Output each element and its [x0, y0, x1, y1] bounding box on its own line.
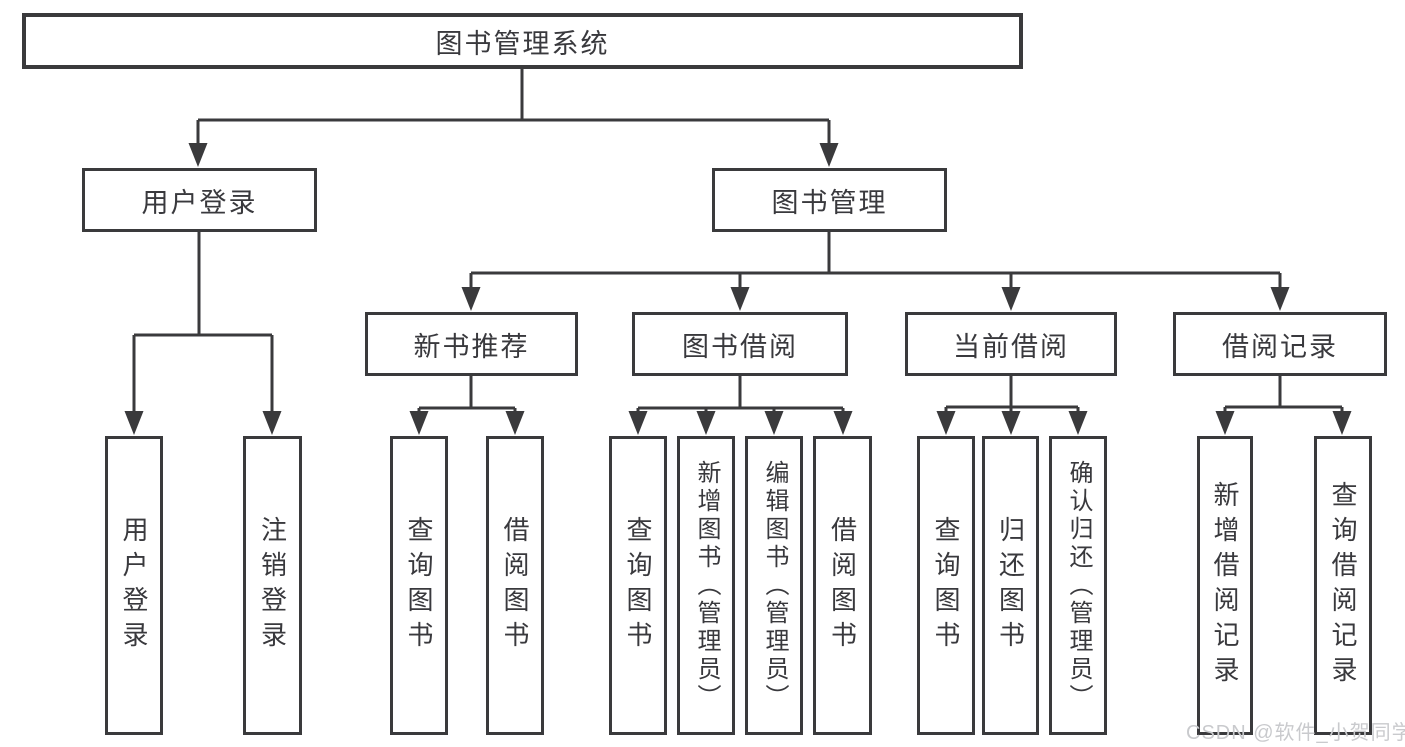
- leaf-label: 注销登录: [257, 515, 288, 656]
- leaf-query-books-borrowing: 查询图书: [609, 436, 667, 735]
- leaf-label: 查询图书: [404, 515, 434, 656]
- node-label: 当前借阅: [953, 331, 1069, 362]
- leaf-label: 借阅图书: [500, 515, 530, 656]
- leaf-label: 编辑图书（管理员）: [761, 459, 788, 712]
- leaf-label: 新增图书（管理员）: [693, 459, 720, 712]
- leaf-query-books-current: 查询图书: [917, 436, 975, 735]
- node-current-borrowing: 当前借阅: [905, 312, 1117, 376]
- csdn-watermark: CSDN @软件_小贺同学: [1186, 722, 1405, 744]
- leaf-confirm-return-admin: 确认归还（管理员）: [1049, 436, 1107, 735]
- node-label: 用户登录: [141, 187, 258, 218]
- node-label: 新书推荐: [413, 331, 530, 362]
- leaf-edit-books-admin: 编辑图书（管理员）: [745, 436, 803, 735]
- leaf-query-borrow-record: 查询借阅记录: [1314, 436, 1372, 735]
- node-book-management: 图书管理: [712, 168, 947, 232]
- leaf-label: 归还图书: [995, 515, 1026, 656]
- leaf-label: 查询借阅记录: [1328, 480, 1358, 691]
- node-label: 图书管理系统: [435, 28, 610, 59]
- leaf-add-borrow-record: 新增借阅记录: [1197, 436, 1253, 735]
- leaf-label: 借阅图书: [827, 515, 858, 656]
- node-borrow-records: 借阅记录: [1173, 312, 1387, 376]
- node-library-management-system: 图书管理系统: [22, 13, 1023, 69]
- node-label: 图书借阅: [682, 331, 798, 362]
- leaf-return-books: 归还图书: [982, 436, 1039, 735]
- leaf-user-login: 用户登录: [105, 436, 163, 735]
- node-label: 图书管理: [771, 187, 888, 218]
- node-new-book-recommend: 新书推荐: [365, 312, 578, 376]
- leaf-label: 查询图书: [623, 515, 653, 656]
- leaf-label: 用户登录: [119, 515, 149, 656]
- leaf-label: 新增借阅记录: [1210, 480, 1240, 691]
- node-label: 借阅记录: [1222, 331, 1338, 362]
- node-book-borrowing: 图书借阅: [632, 312, 848, 376]
- node-user-login: 用户登录: [82, 168, 317, 232]
- leaf-label: 查询图书: [931, 515, 961, 656]
- leaf-borrow-books: 借阅图书: [813, 436, 872, 735]
- leaf-add-books-admin: 新增图书（管理员）: [677, 436, 735, 735]
- leaf-label: 确认归还（管理员）: [1065, 459, 1092, 712]
- leaf-logout: 注销登录: [243, 436, 302, 735]
- leaf-borrow-books-recommend: 借阅图书: [486, 436, 544, 735]
- leaf-query-books-recommend: 查询图书: [390, 436, 448, 735]
